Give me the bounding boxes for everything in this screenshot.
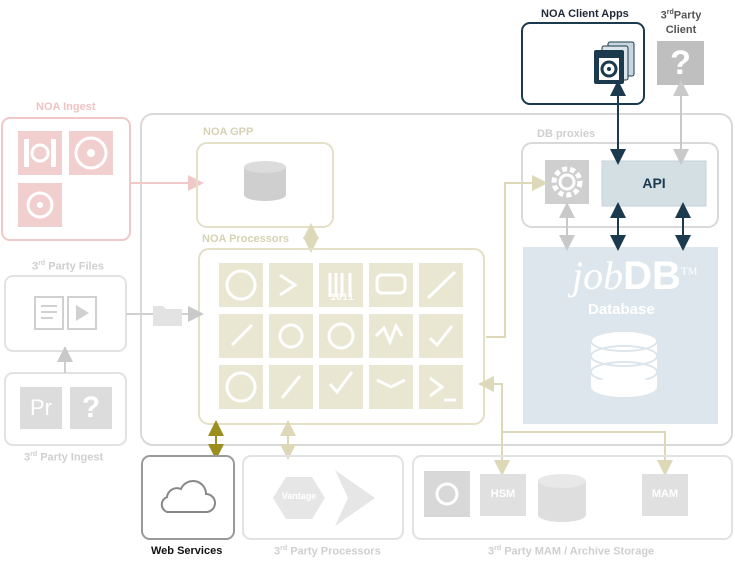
db-proxies-label: DB proxies — [537, 128, 596, 140]
third-party-client-label: 3rdParty Client — [650, 6, 712, 37]
jobdb-database-icon — [590, 330, 658, 397]
third-party-processors-label: 3rd Party Processors — [274, 545, 381, 558]
third-party-files-label: 3rd Party Files — [32, 260, 104, 273]
hsm-icon — [480, 474, 526, 516]
gpp-database-icon — [244, 161, 286, 201]
client-app-icon — [594, 41, 635, 84]
api-box[interactable] — [601, 160, 707, 207]
unknown-ingest-glyph: ? — [81, 391, 101, 424]
mam-storage-icon — [538, 474, 586, 522]
mam-label: MAM — [651, 488, 679, 500]
third-party-mam-label: 3rd Party MAM / Archive Storage — [488, 545, 654, 558]
third-party-ingest-label: 3rd Party Ingest — [24, 451, 103, 464]
files-icons — [34, 296, 97, 330]
third-party-ingest-label-sup: rd — [30, 451, 38, 458]
third-party-files-label-text: Party Files — [48, 260, 104, 273]
jobdb-logo-tm: TM — [680, 265, 698, 278]
noa-processors-label: NOA Processors — [202, 233, 290, 245]
hsm-label: HSM — [490, 488, 516, 500]
noa-client-apps-label: NOA Client Apps — [541, 8, 629, 20]
web-services-box[interactable] — [141, 455, 235, 540]
third-party-client-label-line2: Client — [665, 23, 697, 36]
third-party-ingest-label-text: Party Ingest — [40, 451, 104, 464]
noa-ingest-label: NOA Ingest — [36, 101, 96, 113]
third-party-processors-box — [242, 455, 404, 540]
noa-gpp-box — [196, 142, 334, 228]
third-party-mam-label-sup: rd — [494, 545, 502, 552]
mam-icon — [642, 474, 688, 516]
noa-processors-box — [198, 248, 485, 425]
third-party-client-label-sup: rd — [666, 9, 674, 16]
premiere-icon — [20, 387, 62, 429]
third-party-processors-label-num: 3 — [274, 545, 281, 558]
noa-ingest-box — [1, 117, 131, 241]
jobdb-logo-db: DB — [623, 254, 681, 298]
question-mark-glyph: ? — [670, 44, 691, 82]
gear-icon — [545, 160, 589, 204]
third-party-mam-box — [412, 455, 733, 540]
ingest-icons — [18, 131, 113, 227]
vantage-icon — [273, 477, 325, 519]
third-party-processors-label-text: Party Processors — [290, 545, 381, 558]
cloud-icon — [160, 480, 216, 513]
premiere-glyph: Pr — [30, 395, 52, 420]
database-label: Database — [588, 301, 655, 318]
third-party-files-label-sup: rd — [38, 260, 46, 267]
third-party-files-box — [4, 275, 127, 352]
vantage-label: Vantage — [281, 491, 317, 501]
main-container — [140, 113, 733, 446]
third-party-files-label-num: 3 — [32, 260, 39, 273]
web-services-label: Web Services — [151, 545, 223, 557]
third-party-ingest-label-num: 3 — [24, 451, 31, 464]
noa-gpp-label: NOA GPP — [203, 126, 254, 138]
jobdb-logo: jobDBTM — [572, 252, 697, 299]
processor-icon-glyphs — [225, 269, 457, 403]
play-logo-icon — [335, 470, 375, 526]
third-party-processors-label-sup: rd — [280, 545, 288, 552]
unknown-ingest-icon — [70, 387, 112, 429]
api-label: API — [642, 175, 666, 191]
archive-icon — [424, 471, 470, 517]
jobdb-logo-job: job — [572, 253, 624, 298]
third-party-mam-label-num: 3 — [488, 545, 495, 558]
third-party-mam-label-text: Party MAM / Archive Storage — [504, 545, 655, 558]
binary-glyph: 1011 — [330, 293, 354, 304]
third-party-client-icon[interactable] — [657, 41, 704, 85]
processors-to-proxy-arrow — [486, 175, 548, 338]
folder-icon — [153, 306, 182, 326]
third-party-client-label-line1: Party — [673, 9, 702, 22]
third-party-client-label-num: 3 — [660, 9, 667, 22]
